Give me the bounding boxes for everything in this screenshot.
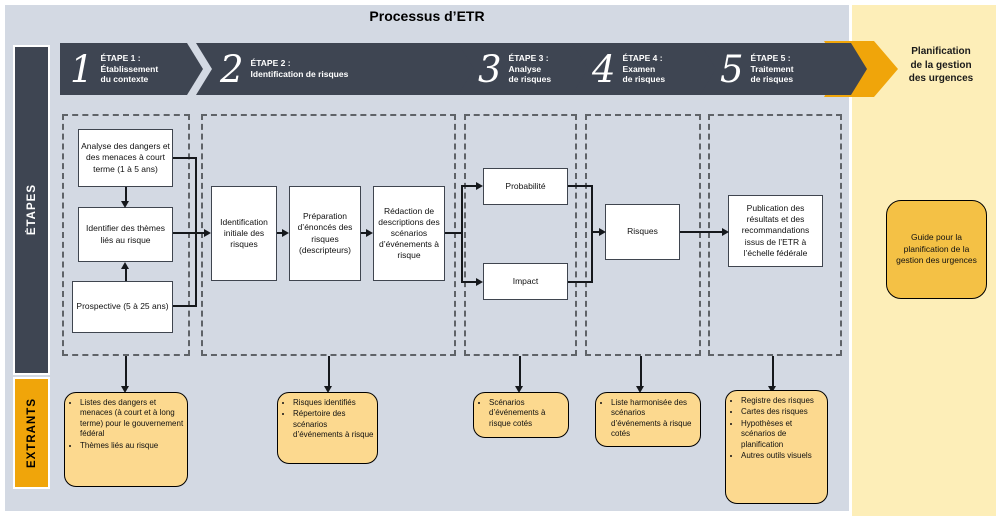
step-arrow-3: 3 ÉTAPE 3 : Analyse de risques — [458, 43, 589, 95]
arrowhead-right — [476, 278, 483, 286]
step-arrow-4: 4 ÉTAPE 4 : Examen de risques — [572, 43, 717, 95]
step-arrow-5: 5 ÉTAPE 5 : Traitement de risques — [700, 43, 867, 95]
extrants-label: EXTRANTS — [25, 398, 38, 468]
process-box-analyse-dangers: Analyse des dangers et des menaces à cou… — [78, 129, 173, 187]
guide-box: Guide pour la planification de la gestio… — [886, 200, 987, 299]
connector — [519, 356, 521, 387]
connector — [680, 231, 723, 233]
arrowhead-right — [282, 229, 289, 237]
process-box-identification-initiale: Identification initiale des risques — [211, 186, 277, 281]
connector — [173, 232, 197, 234]
step-number: 4 — [592, 47, 616, 91]
output-item: Hypothèses et scénarios de planification — [741, 419, 824, 450]
extrants-bar: EXTRANTS — [13, 377, 50, 489]
connector — [173, 305, 197, 307]
process-box-risques: Risques — [605, 204, 680, 260]
output-item: Listes des dangers et menaces (à court e… — [80, 398, 184, 440]
output-list: Liste harmonisée des scénarios d’événeme… — [596, 398, 697, 440]
output-box-step2: Risques identifiésRépertoire des scénari… — [277, 392, 378, 464]
dashed-box-step5 — [708, 114, 842, 356]
arrowhead-right — [476, 182, 483, 190]
connector — [568, 281, 593, 283]
process-box-identifier-themes: Identifier des thèmes liés au risque — [78, 207, 173, 262]
arrowhead-right — [599, 228, 606, 236]
connector — [461, 185, 477, 187]
process-box-redaction-descriptions: Rédaction de descriptions des scénarios … — [373, 186, 445, 281]
connector — [125, 187, 127, 202]
process-box-prospective: Prospective (5 à 25 ans) — [72, 281, 173, 333]
step-label: ÉTAPE 2 : Identification de risques — [250, 58, 349, 79]
arrowhead-down — [636, 386, 644, 393]
process-box-impact: Impact — [483, 263, 568, 300]
arrowhead-right — [204, 229, 211, 237]
arrowhead-down — [121, 386, 129, 393]
etapes-bar: ÉTAPES — [13, 45, 50, 375]
connector — [772, 356, 774, 387]
step-arrow-1: 1 ÉTAPE 1 : Établissement du contexte — [60, 43, 203, 95]
output-box-step3: Scénarios d’événements à risque cotés — [473, 392, 569, 438]
connector — [445, 232, 463, 234]
dashed-box-step2 — [201, 114, 456, 356]
output-list: Registre des risquesCartes des risquesHy… — [726, 396, 824, 461]
output-item: Répertoire des scénarios d’événements à … — [293, 409, 374, 440]
output-box-step4: Liste harmonisée des scénarios d’événeme… — [595, 392, 701, 447]
connector — [461, 185, 463, 283]
arrowhead-down — [768, 386, 776, 393]
arrowhead-down — [324, 386, 332, 393]
process-box-preparation-enonces: Préparation d’énoncés des risques (descr… — [289, 186, 361, 281]
output-item: Cartes des risques — [741, 407, 824, 417]
outcome-heading: Planification de la gestion des urgences — [908, 46, 974, 84]
step-number: 5 — [720, 47, 744, 91]
dashed-box-step1 — [62, 114, 190, 356]
connector — [328, 356, 330, 387]
output-item: Thèmes liés au risque — [80, 441, 184, 451]
connector — [591, 185, 593, 283]
connector — [591, 231, 600, 233]
output-item: Liste harmonisée des scénarios d’événeme… — [611, 398, 697, 440]
etapes-label: ÉTAPES — [25, 184, 38, 236]
output-list: Listes des dangers et menaces (à court e… — [65, 398, 184, 451]
page-title: Processus d’ETR — [369, 8, 485, 24]
arrowhead-up — [121, 262, 129, 269]
step-label: ÉTAPE 5 : Traitement de risques — [750, 53, 794, 85]
connector — [277, 232, 284, 234]
step-number: 1 — [70, 47, 94, 91]
connector — [125, 268, 127, 281]
output-box-step5: Registre des risquesCartes des risquesHy… — [725, 390, 828, 504]
output-list: Risques identifiésRépertoire des scénari… — [278, 398, 374, 441]
output-list: Scénarios d’événements à risque cotés — [474, 398, 565, 429]
arrowhead-right — [722, 228, 729, 236]
output-item: Registre des risques — [741, 396, 824, 406]
step-label: ÉTAPE 4 : Examen de risques — [622, 53, 666, 85]
step-label: ÉTAPE 3 : Analyse de risques — [508, 53, 552, 85]
arrowhead-down — [515, 386, 523, 393]
dashed-box-step4 — [585, 114, 701, 356]
connector — [461, 281, 477, 283]
connector — [640, 356, 642, 387]
step-arrow-2: 2 ÉTAPE 2 : Identification de risques — [196, 43, 479, 95]
arrowhead-down — [121, 201, 129, 208]
step-number: 3 — [478, 47, 502, 91]
output-item: Autres outils visuels — [741, 451, 824, 461]
connector — [125, 356, 127, 387]
dashed-box-step3 — [464, 114, 577, 356]
output-item: Risques identifiés — [293, 398, 374, 408]
connector — [173, 157, 197, 159]
output-item: Scénarios d’événements à risque cotés — [489, 398, 565, 429]
step-label: ÉTAPE 1 : Établissement du contexte — [100, 53, 159, 85]
output-box-step1: Listes des dangers et menaces (à court e… — [64, 392, 188, 487]
process-box-probabilite: Probabilité — [483, 168, 568, 205]
arrowhead-right — [366, 229, 373, 237]
connector — [361, 232, 368, 234]
step-number: 2 — [220, 47, 244, 91]
connector — [195, 232, 205, 234]
process-box-publication: Publication des résultats et des recomma… — [728, 195, 823, 267]
connector — [568, 185, 593, 187]
